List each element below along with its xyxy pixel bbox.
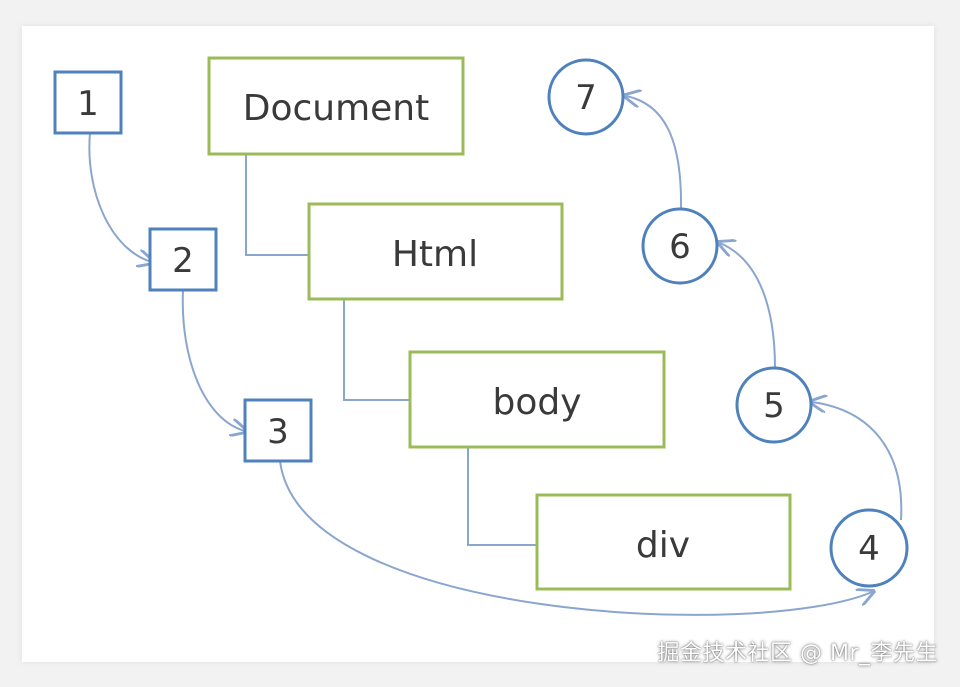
arrow-step-6-to-7 [626,96,683,211]
bubble-step-6-label: 6 [669,227,691,267]
dom-node-document: Document [207,56,465,156]
source-watermark: 掘金技术社区 @ Mr_李先生 [657,641,938,666]
capture-step-3-label: 3 [267,412,289,452]
arrow-step-1-to-2 [88,132,152,262]
tree-connector-html-body [343,300,410,401]
arrow-step-2-to-3 [181,289,245,431]
arrow-step-4-to-5 [812,402,903,521]
capture-step-2-label: 2 [172,241,194,281]
target-step-4-label: 4 [858,529,880,569]
capture-step-1-label: 1 [77,84,99,124]
dom-node-document-label: Document [243,88,430,129]
dom-node-html: Html [307,202,564,301]
bubble-step-7-label: 7 [575,78,597,118]
capture-step-3: 3 [243,398,313,463]
dom-node-div-label: div [636,525,690,566]
dom-node-html-label: Html [392,234,478,275]
target-step-4: 4 [829,508,909,588]
capture-step-1: 1 [53,70,123,135]
tree-connector-document-html [245,155,310,256]
bubble-step-6: 6 [641,207,719,285]
bubble-step-5: 5 [735,366,813,444]
arrow-step-3-to-4 [279,460,872,616]
dom-node-body-label: body [492,382,581,423]
tree-connector-body-div [467,448,537,546]
dom-node-div: div [535,493,792,591]
capture-step-2: 2 [148,227,218,292]
bubble-step-7: 7 [547,58,625,136]
bubble-step-5-label: 5 [763,386,785,426]
arrow-step-5-to-6 [720,243,776,369]
dom-node-body: body [408,350,666,449]
